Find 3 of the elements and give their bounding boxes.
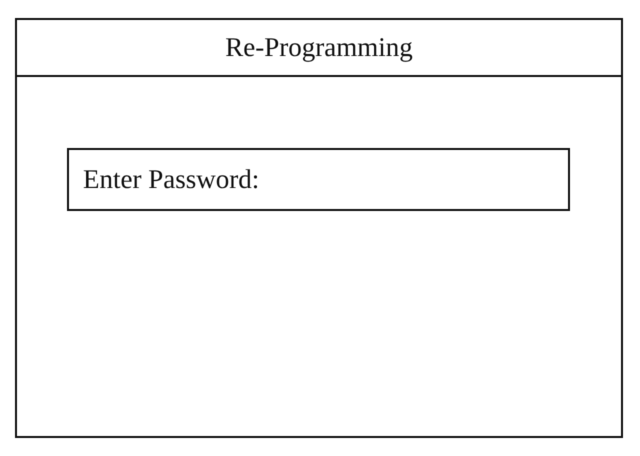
dialog-window	[15, 18, 623, 438]
password-field: Enter Password:	[67, 148, 570, 211]
title-bar: Re-Programming	[17, 20, 621, 77]
